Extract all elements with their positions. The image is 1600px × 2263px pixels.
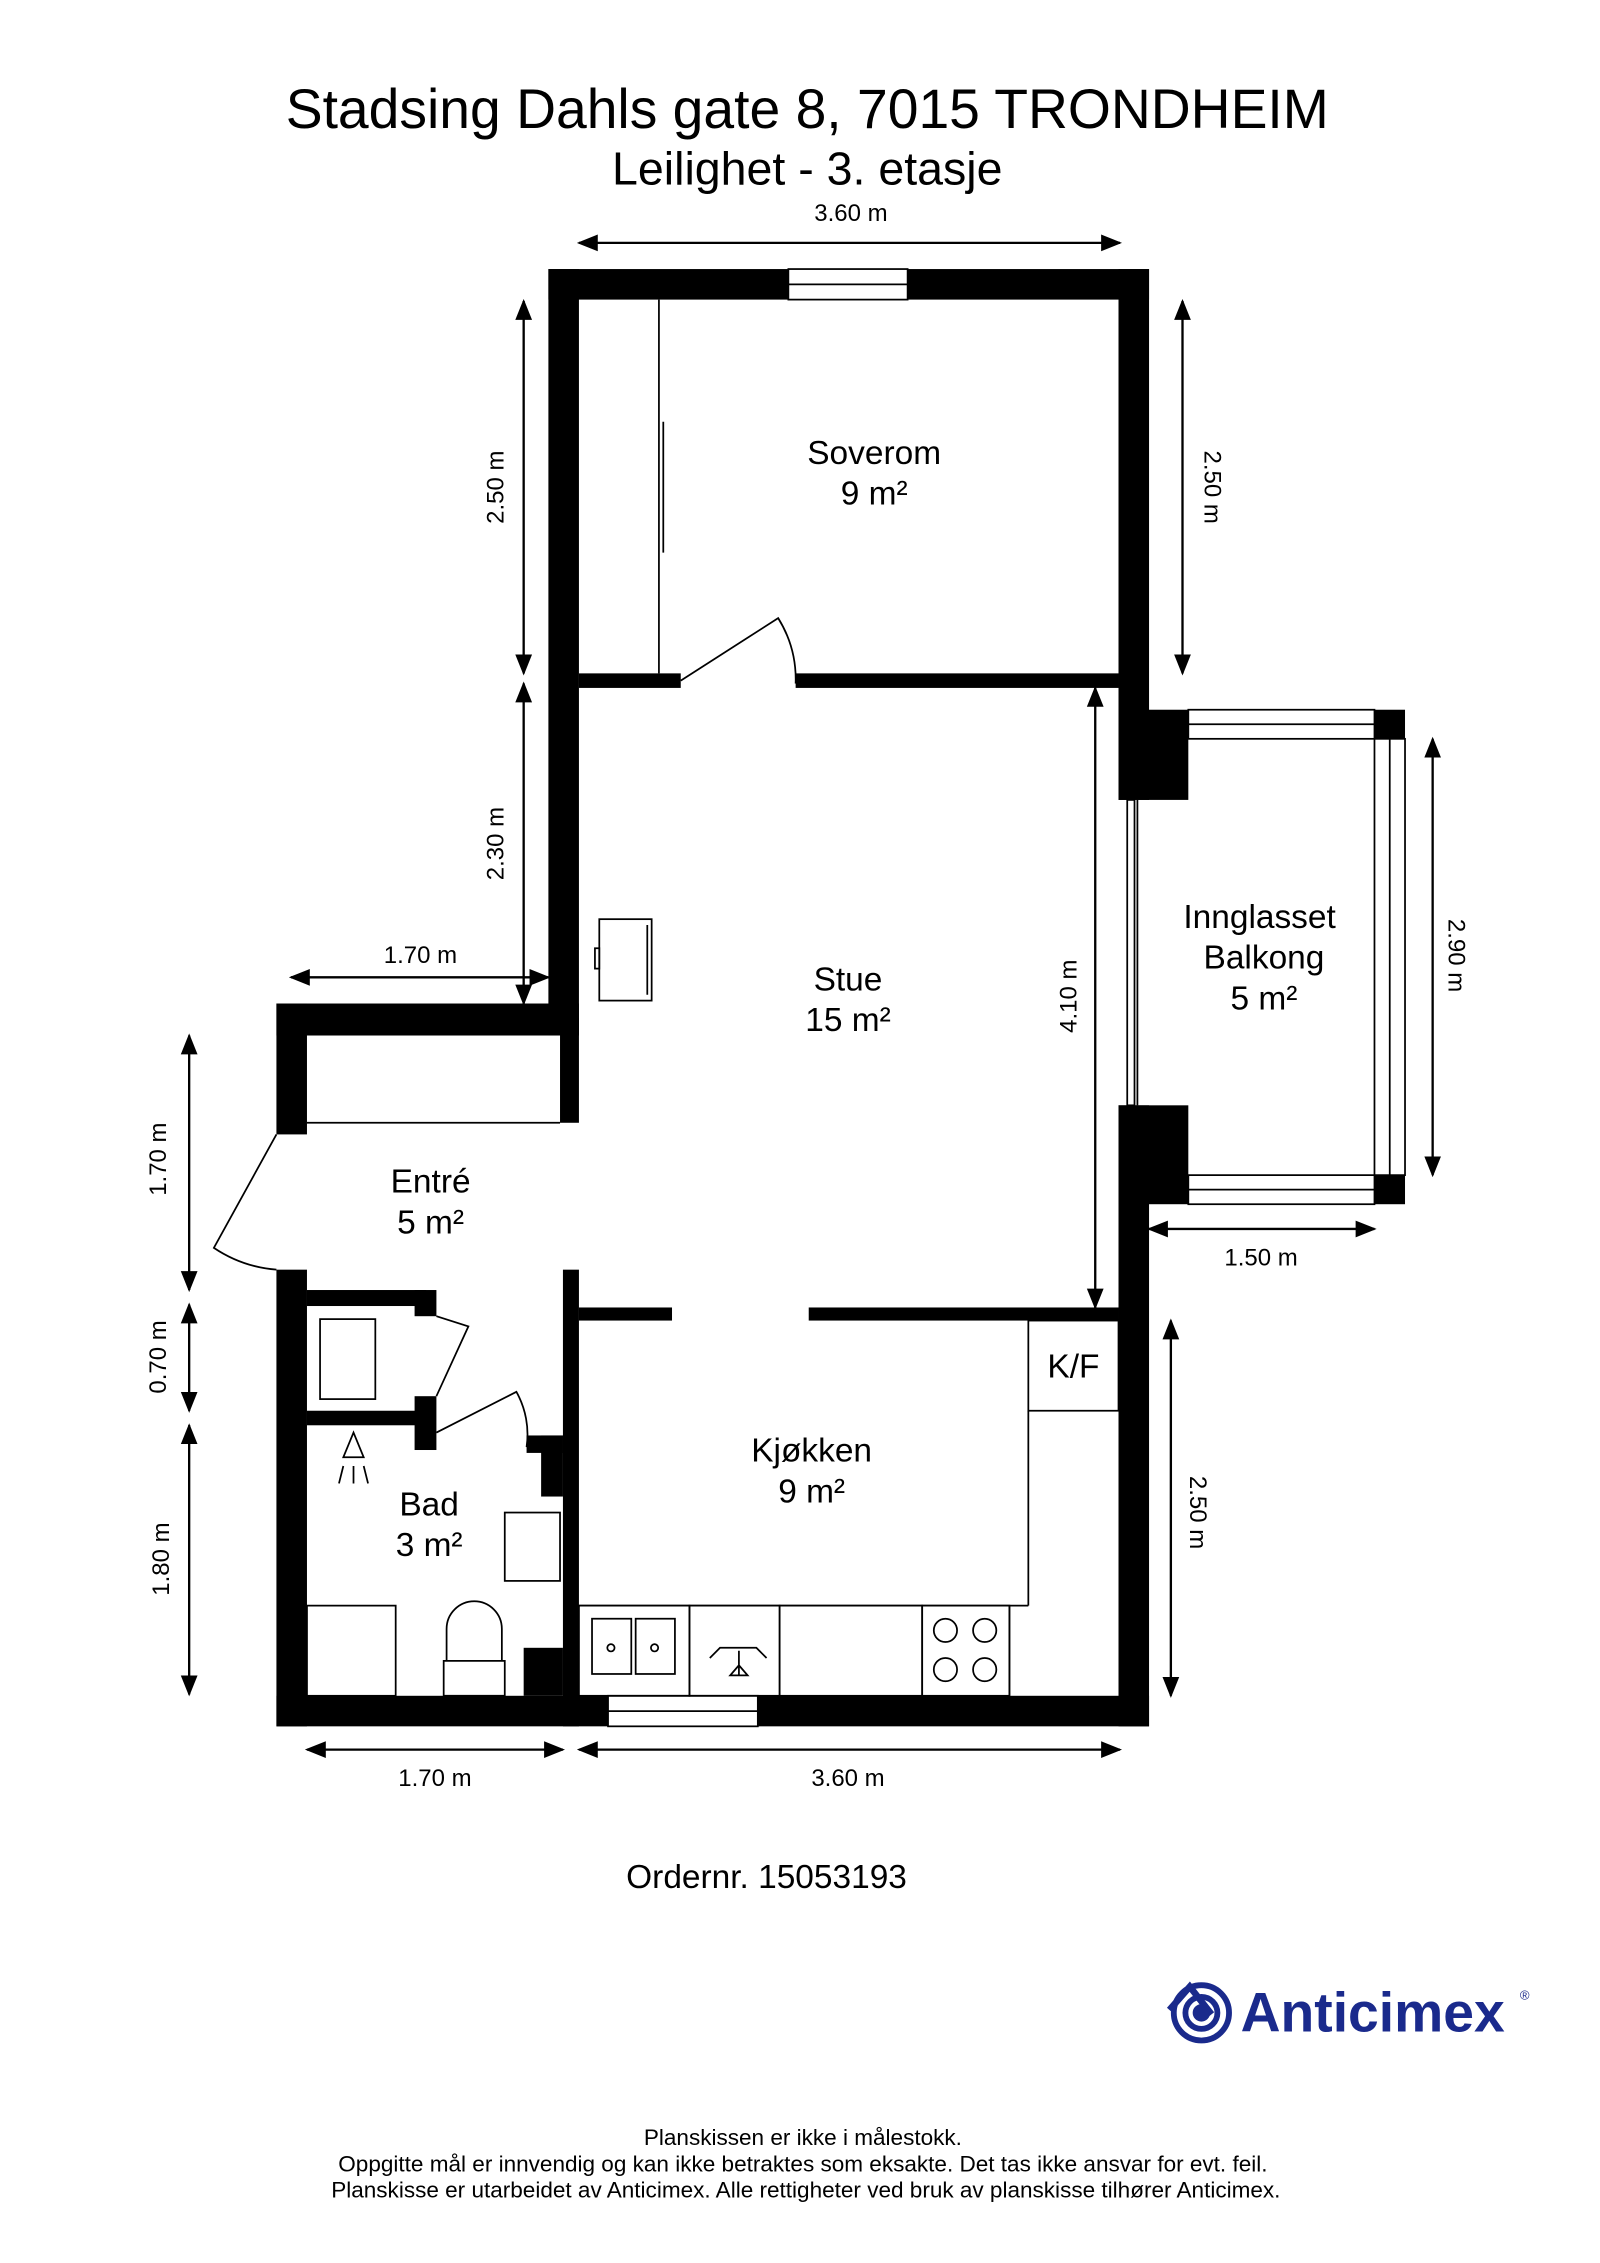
dishwasher: [688, 1604, 781, 1697]
dimension-label: 1.50 m: [1224, 1244, 1297, 1271]
room-area: 9 m²: [778, 1473, 845, 1510]
room-name: Kjøkken: [751, 1433, 872, 1470]
bath-sink: [503, 1511, 561, 1582]
dimension-label: 2.90 m: [1443, 919, 1470, 992]
room-area: 3 m²: [396, 1527, 463, 1564]
footer-line: Planskisse er utarbeidet av Anticimex. A…: [331, 2178, 1280, 2203]
bedroom-door: [680, 616, 797, 684]
bath-cabinet: [306, 1604, 397, 1697]
room-area: 15 m²: [805, 1002, 890, 1039]
dimension-label: 1.70 m: [398, 1765, 471, 1792]
dimension-label: 3.60 m: [811, 1765, 884, 1792]
walls: [212, 268, 1406, 1728]
toilet: [442, 1600, 506, 1697]
room-name: Bad: [399, 1486, 458, 1523]
dimension-label: 4.10 m: [1055, 960, 1082, 1033]
stove: [921, 1604, 1011, 1697]
dimension-label: 1.70 m: [145, 1122, 172, 1195]
dimension-label: 3.60 m: [814, 200, 887, 227]
entry-door: [212, 1133, 278, 1271]
room-area: 9 m²: [841, 476, 908, 513]
desk: [598, 918, 653, 1002]
room-labels: Soverom 9 m² Stue 15 m² Innglasset Balko…: [391, 435, 1337, 1564]
bath-door: [436, 1390, 529, 1448]
footer-line: Oppgitte mål er innvendig og kan ikke be…: [338, 2151, 1267, 2176]
room-area: 5 m²: [1231, 980, 1298, 1017]
page-title: Stadsing Dahls gate 8, 7015 TRONDHEIM: [286, 78, 1329, 140]
dimension-label: 2.50 m: [482, 451, 509, 524]
dimension-label: 2.50 m: [1184, 1476, 1211, 1549]
footer: Planskissen er ikke i målestokk. Oppgitt…: [331, 2125, 1280, 2202]
shower-icon: [338, 1430, 369, 1484]
dimension-label: 1.80 m: [148, 1522, 175, 1595]
dimension-label: 2.50 m: [1198, 451, 1225, 524]
anticimex-logo-icon: [1166, 1981, 1232, 2044]
svg-text:®: ®: [1520, 1988, 1530, 2003]
footer-line: Planskissen er ikke i målestokk.: [644, 2125, 962, 2150]
dimensions: 3.60 m 2.50 m 2.30 m 1.70 m 2.50 m 4.10 …: [145, 200, 1470, 1792]
room-name: Entré: [391, 1164, 471, 1201]
room-name: Innglasset: [1183, 899, 1336, 936]
room-name: Balkong: [1204, 940, 1325, 977]
page-subtitle: Leilighet - 3. etasje: [612, 143, 1002, 195]
sliding-door: [1126, 799, 1136, 1107]
dimension-label: 1.70 m: [384, 942, 457, 969]
logo-text: Anticimex: [1241, 1982, 1505, 2044]
closet-door: [435, 1315, 470, 1397]
room-name: Stue: [814, 961, 883, 998]
dimension-label: 2.30 m: [482, 807, 509, 880]
dimension-label: 0.70 m: [145, 1320, 172, 1393]
room-name: Soverom: [807, 435, 941, 472]
anticimex-logo: Anticimex ®: [1166, 1981, 1530, 2044]
room-area: 5 m²: [397, 1204, 464, 1241]
order-number: Ordernr. 15053193: [626, 1859, 907, 1896]
room-name: K/F: [1047, 1348, 1099, 1385]
